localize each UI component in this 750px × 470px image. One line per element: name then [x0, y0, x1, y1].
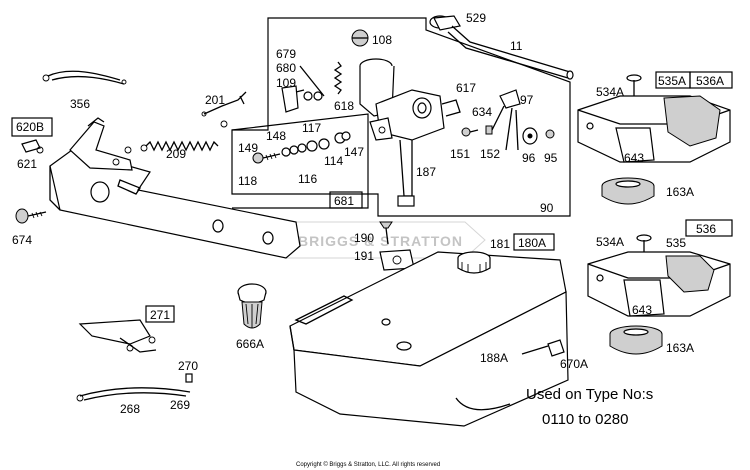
- label-109: 109: [276, 76, 296, 90]
- label-681: 681: [334, 194, 354, 208]
- label-118: 118: [238, 174, 257, 188]
- part-147-spring: [334, 131, 351, 144]
- box-90: [231, 17, 571, 217]
- label-621: 621: [17, 157, 37, 171]
- label-95: 95: [544, 151, 558, 165]
- label-529: 529: [466, 11, 486, 25]
- part-634-97-needle: [489, 89, 521, 151]
- carburetor-body: [359, 58, 461, 207]
- part-11-fuel-pipe: [447, 25, 574, 80]
- label-679: 679: [276, 47, 296, 61]
- part-148-149-screw: [252, 152, 281, 164]
- part-271-lever: [78, 319, 157, 353]
- label-116: 116: [298, 172, 317, 186]
- label-187: 187: [416, 165, 436, 179]
- part-95: [545, 129, 555, 139]
- part-670A-fitting: [521, 339, 565, 357]
- part-152: [485, 125, 493, 135]
- label-634: 634: [472, 105, 492, 119]
- copyright-text: Copyright © Briggs & Stratton, LLC. All …: [296, 461, 440, 468]
- box-681-tag: [329, 191, 363, 209]
- label-163A-top: 163A: [666, 185, 694, 199]
- box-180A: [513, 233, 555, 251]
- box-620B: [11, 117, 53, 137]
- label-163A-bot: 163A: [666, 341, 694, 355]
- part-96: [522, 127, 538, 145]
- label-534A-bot: 534A: [596, 235, 624, 249]
- label-148: 148: [266, 129, 286, 143]
- label-269: 269: [170, 398, 190, 412]
- box-536: [685, 219, 733, 237]
- box-681: [231, 113, 369, 209]
- label-90: 90: [540, 201, 554, 215]
- part-117-116-washers: [281, 138, 330, 157]
- label-117: 117: [302, 121, 321, 135]
- type-note-line2: 0110 to 0280: [542, 411, 628, 428]
- label-271: 271: [150, 308, 170, 322]
- label-201: 201: [205, 93, 225, 107]
- part-680-washers: [299, 65, 325, 101]
- label-666A: 666A: [236, 337, 264, 351]
- air-cleaner-cover-top: [577, 95, 731, 163]
- part-529-fitting: [429, 15, 461, 31]
- label-114: 114: [324, 154, 343, 168]
- part-108-choke: [351, 29, 369, 47]
- box-536A: [689, 71, 733, 89]
- label-181: 181: [490, 237, 510, 251]
- label-188A: 188A: [480, 351, 508, 365]
- label-536: 536: [696, 222, 716, 236]
- label-97: 97: [520, 93, 534, 107]
- label-151: 151: [450, 147, 470, 161]
- label-209: 209: [166, 147, 186, 161]
- part-621-clip: [21, 139, 44, 154]
- part-191-gasket: [379, 249, 415, 271]
- label-270: 270: [178, 359, 198, 373]
- label-108: 108: [372, 33, 392, 47]
- label-536A: 536A: [696, 74, 724, 88]
- part-356-wire: [42, 70, 127, 85]
- label-617: 617: [456, 81, 476, 95]
- watermark-text: BRIGGS & STRATTON: [298, 233, 463, 249]
- part-679-lever: [281, 85, 305, 113]
- part-674-screw: [15, 208, 47, 224]
- label-180A: 180A: [518, 236, 546, 250]
- part-618-spring: [333, 61, 343, 95]
- control-bracket: [49, 117, 301, 259]
- label-535A: 535A: [658, 74, 686, 88]
- fuel-tank: [289, 251, 569, 427]
- label-670A: 670A: [560, 357, 588, 371]
- label-534A-top: 534A: [596, 85, 624, 99]
- label-643-top: 643: [624, 151, 644, 165]
- label-535: 535: [666, 236, 686, 250]
- label-190: 190: [354, 231, 374, 245]
- label-620B: 620B: [16, 120, 44, 134]
- part-201-link: [201, 91, 247, 117]
- type-note-line1: Used on Type No:s: [526, 386, 653, 403]
- label-191: 191: [354, 249, 374, 263]
- part-666A-screen: [237, 283, 267, 329]
- part-163A-filter-bot: [609, 325, 663, 355]
- part-181-cap: [457, 251, 491, 274]
- air-cleaner-cover-bot: [587, 251, 731, 317]
- part-190-screw: [379, 221, 393, 245]
- label-147: 147: [344, 145, 364, 159]
- part-270-nut: [185, 373, 193, 383]
- label-356: 356: [70, 97, 90, 111]
- part-209-spring: [140, 120, 228, 152]
- part-151: [461, 127, 479, 137]
- part-163A-filter-top: [601, 177, 655, 205]
- label-618: 618: [334, 99, 354, 113]
- label-680: 680: [276, 61, 296, 75]
- label-11: 11: [510, 39, 523, 53]
- label-149: 149: [238, 141, 258, 155]
- part-268-cable: [76, 387, 191, 402]
- label-674: 674: [12, 233, 32, 247]
- box-271: [145, 305, 175, 323]
- label-268: 268: [120, 402, 140, 416]
- label-96: 96: [522, 151, 536, 165]
- label-152: 152: [480, 147, 500, 161]
- label-643-bot: 643: [632, 303, 652, 317]
